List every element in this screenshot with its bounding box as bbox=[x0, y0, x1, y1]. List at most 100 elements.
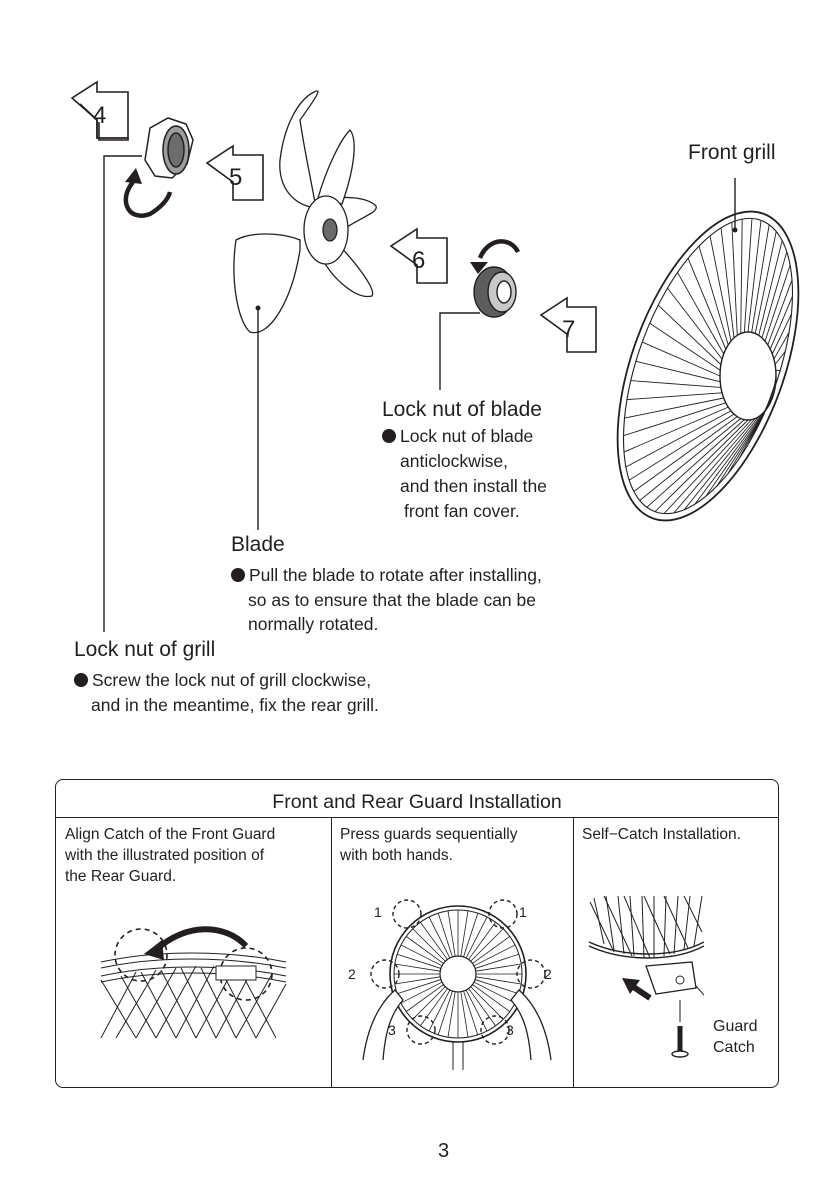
grill-spoke bbox=[771, 313, 792, 355]
grill-spoke bbox=[769, 296, 793, 350]
guard-spoke bbox=[470, 986, 504, 1020]
grill-spoke bbox=[687, 258, 727, 350]
guard-spoke bbox=[474, 979, 519, 995]
lock-nut-blade-line-3: and then install the bbox=[400, 476, 547, 496]
column-1-text: Align Catch of the Front Guard with the … bbox=[65, 826, 276, 885]
lock-nut-grill-title: Lock nut of grill bbox=[74, 638, 216, 661]
step-arrow-4 bbox=[70, 80, 129, 141]
press-marker-1-left: 1 bbox=[374, 904, 382, 920]
lock-nut-blade-line-2: anticlockwise, bbox=[400, 451, 508, 471]
guard-spoke bbox=[465, 989, 488, 1032]
grill-spoke bbox=[667, 287, 723, 360]
guard-spoke bbox=[437, 990, 453, 1035]
grill-spoke bbox=[773, 332, 790, 360]
guard-spoke bbox=[468, 921, 496, 960]
align-catch-illustration bbox=[100, 926, 287, 1039]
guard-spoke bbox=[473, 944, 516, 967]
grill-spoke bbox=[709, 235, 732, 342]
grill-spoke bbox=[743, 218, 753, 333]
grill-spoke bbox=[677, 272, 725, 355]
clockwise-arrow bbox=[123, 180, 173, 218]
guard-spoke bbox=[428, 916, 451, 959]
guard-spoke bbox=[465, 916, 488, 959]
grill-spoke bbox=[624, 397, 724, 419]
grill-spoke bbox=[633, 416, 738, 492]
guard-spoke bbox=[420, 921, 448, 960]
blade-line-2: so as to ensure that the blade can be bbox=[248, 590, 536, 610]
grill-spoke bbox=[761, 251, 788, 339]
anticlockwise-arrow bbox=[477, 239, 521, 260]
bullet-icon bbox=[382, 429, 396, 443]
press-marker-2-left: 2 bbox=[348, 966, 356, 982]
grill-spoke bbox=[767, 279, 793, 346]
grill-spoke bbox=[626, 392, 723, 401]
lock-nut-grill-line-1: Screw the lock nut of grill clockwise, bbox=[74, 668, 371, 693]
column-2-text: Press guards sequentially with both hand… bbox=[340, 826, 518, 864]
grill-spoke bbox=[740, 219, 743, 334]
guard-spoke bbox=[420, 988, 448, 1027]
blade-line-3: normally rotated. bbox=[248, 614, 379, 634]
guard-spoke bbox=[475, 963, 522, 972]
grill-spoke bbox=[646, 419, 745, 508]
guard-spoke bbox=[475, 976, 522, 985]
blade-line-1: Pull the blade to rotate after installin… bbox=[231, 563, 542, 588]
guard-spoke bbox=[472, 984, 511, 1012]
page-number: 3 bbox=[438, 1140, 450, 1162]
guard-spoke bbox=[460, 910, 469, 957]
guard-spoke bbox=[412, 928, 446, 962]
guard-catch-label: Guard Catch bbox=[713, 1018, 758, 1056]
grill-lock-nut bbox=[144, 117, 194, 179]
lock-nut-blade-title: Lock nut of blade bbox=[382, 398, 542, 421]
blade-title: Blade bbox=[231, 533, 285, 556]
guard-spoke bbox=[470, 928, 504, 962]
guard-spoke bbox=[473, 981, 516, 1004]
guard-spoke bbox=[412, 986, 446, 1020]
press-guards-illustration bbox=[362, 899, 552, 1070]
grill-spoke bbox=[758, 240, 783, 336]
guard-spoke bbox=[447, 991, 456, 1038]
leader-lines bbox=[103, 155, 736, 632]
grill-spoke bbox=[673, 418, 756, 514]
grill-spoke bbox=[720, 227, 735, 338]
bullet-icon bbox=[74, 673, 88, 687]
guard-spoke bbox=[397, 979, 442, 995]
grill-spoke bbox=[683, 416, 760, 511]
grill-spoke bbox=[716, 406, 769, 487]
guard-spoke bbox=[394, 976, 441, 985]
guard-spoke bbox=[474, 953, 519, 969]
grill-spoke bbox=[663, 419, 752, 514]
guard-spoke bbox=[394, 963, 441, 972]
column-3-text: Self−Catch Installation. bbox=[582, 826, 741, 843]
self-catch-illustration bbox=[588, 895, 704, 1058]
grill-spoke bbox=[657, 304, 722, 365]
guard-spoke bbox=[447, 910, 456, 957]
column-divider bbox=[331, 818, 332, 1087]
grill-spoke bbox=[751, 224, 770, 333]
grill-spoke bbox=[649, 322, 721, 371]
grill-spoke bbox=[654, 419, 749, 512]
step-number-4: 4 bbox=[93, 102, 107, 129]
guard-spoke bbox=[400, 981, 443, 1004]
grill-spoke bbox=[625, 410, 732, 468]
step-number-5: 5 bbox=[229, 164, 243, 191]
grill-spoke bbox=[628, 413, 735, 481]
column-divider bbox=[573, 818, 574, 1087]
guard-installation-table: Front and Rear Guard Installation Align … bbox=[55, 779, 779, 1088]
guard-spoke bbox=[405, 984, 444, 1012]
step-arrow-6 bbox=[389, 227, 448, 284]
press-marker-3-left: 3 bbox=[388, 1022, 396, 1038]
guard-spoke bbox=[437, 913, 453, 958]
table-title: Front and Rear Guard Installation bbox=[56, 780, 778, 818]
grill-spoke bbox=[623, 402, 726, 437]
press-marker-3-right: 3 bbox=[506, 1022, 514, 1038]
guard-spoke bbox=[397, 953, 442, 969]
guard-spoke bbox=[463, 990, 479, 1035]
guard-spoke bbox=[428, 989, 451, 1032]
guard-spoke bbox=[472, 936, 511, 964]
guard-spoke bbox=[463, 913, 479, 958]
grill-spoke bbox=[635, 360, 721, 383]
press-marker-2-right: 2 bbox=[544, 966, 552, 982]
grill-spoke bbox=[747, 220, 762, 333]
front-grill bbox=[616, 210, 800, 522]
